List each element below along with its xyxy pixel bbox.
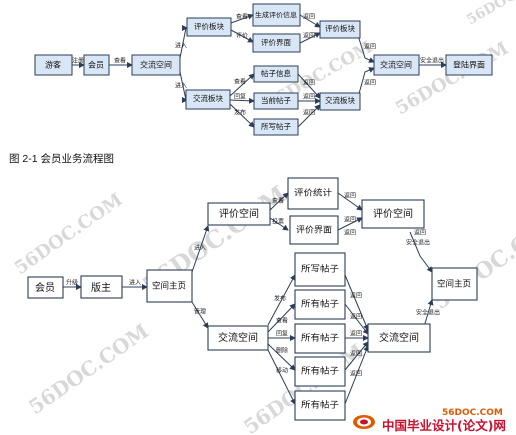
node-jiaoliu-kongjian: 交流空间 bbox=[140, 60, 172, 70]
node-suoyou-tiezi-2: 所有帖子 bbox=[301, 333, 340, 344]
edge-label: 进入 bbox=[129, 279, 141, 287]
edge-label: 返回 bbox=[303, 110, 315, 117]
edge-label: 返回 bbox=[414, 230, 426, 237]
node-banzhu: 版主 bbox=[91, 281, 111, 294]
edge-label: 返回 bbox=[350, 314, 362, 321]
node-tiezi-xinxi: 帖子信息 bbox=[261, 68, 291, 78]
node-kongjian-zhuye: 空间主页 bbox=[152, 281, 186, 292]
figure-caption: 图 2-1 会员业务流程图 bbox=[9, 153, 115, 165]
node-huiyuan: 会员 bbox=[35, 281, 55, 294]
diagram-2: 升级 进入 进入 管理 查看 投票 返回 返回 返回 发布 查看 回复 删除 移… bbox=[27, 177, 478, 421]
edge-label: 返回 bbox=[303, 14, 315, 21]
edge-label: 进入 bbox=[175, 42, 187, 50]
edge-label: 返回 bbox=[350, 351, 362, 358]
edge-label: 注册 bbox=[72, 57, 84, 65]
edge-label: 管理 bbox=[194, 308, 206, 316]
node-huiyuan: 会员 bbox=[88, 60, 104, 70]
node-jiaoliu-kongjian: 交流空间 bbox=[218, 331, 258, 344]
diagram-1: 注册 查看 进入 查看 评价 返回 返回 返回 进入 查看 回复 发布 返回 返… bbox=[34, 3, 493, 136]
edge-label: 查看 bbox=[236, 13, 248, 21]
edge-label: 返回 bbox=[344, 193, 356, 200]
edge-label: 返回 bbox=[344, 217, 356, 224]
node-suoyou-tiezi-4: 所有帖子 bbox=[301, 400, 340, 411]
watermark: 56DOC.COM bbox=[24, 319, 153, 419]
edge-label: 投票 bbox=[272, 218, 284, 226]
node-jiaoliu-bankuai-2: 交流板块 bbox=[325, 95, 355, 105]
brand-logo-icon bbox=[353, 415, 375, 429]
node-suoxie-tiezi: 所写帖子 bbox=[261, 121, 291, 131]
brand-domain: 56DOC.COM bbox=[442, 408, 503, 418]
edge-label: 回复 bbox=[234, 93, 246, 101]
node-pingjia-kongjian: 评价空间 bbox=[219, 207, 259, 220]
edge-label: 返回 bbox=[350, 371, 362, 378]
node-denglu-jiemian: 登陆界面 bbox=[453, 60, 485, 70]
edge-label: 发布 bbox=[274, 295, 286, 303]
edge-label: 返回 bbox=[303, 33, 315, 40]
edge-label: 安全退出 bbox=[406, 239, 430, 247]
edge-label: 安全退出 bbox=[416, 309, 440, 317]
edge-label: 返回 bbox=[303, 80, 315, 87]
edge-label: 查看 bbox=[114, 57, 126, 65]
node-pingjia-kongjian-2: 评价空间 bbox=[373, 207, 413, 220]
node-suoyou-tiezi-1: 所有帖子 bbox=[301, 299, 340, 310]
edge-label: 返回 bbox=[364, 80, 376, 87]
edge-label: 移动 bbox=[276, 367, 288, 375]
node-youke: 游客 bbox=[45, 60, 61, 70]
edge-label: 评价 bbox=[236, 32, 248, 40]
edge-label: 回复 bbox=[276, 330, 288, 338]
watermark: 56DOC.COM bbox=[392, 38, 512, 119]
node-shengcheng-pingjia: 生成评价信息 bbox=[255, 10, 298, 19]
edge-label: 安全退出 bbox=[420, 57, 444, 65]
node-pingjia-jiemian: 评价界面 bbox=[261, 38, 291, 47]
node-pingjia-bankuai: 评价板块 bbox=[194, 21, 224, 31]
edge-label: 查看 bbox=[272, 197, 284, 205]
node-suoxie-tiezi: 所写帖子 bbox=[301, 264, 340, 275]
edge-label: 查看 bbox=[234, 78, 246, 86]
edge-label: 查看 bbox=[276, 317, 288, 325]
edge-label: 发布 bbox=[234, 109, 246, 117]
edge-label: 进入 bbox=[175, 82, 187, 90]
node-kongjian-zhuye-2: 空间主页 bbox=[437, 279, 471, 290]
watermark: 56DOC.COM bbox=[464, 0, 516, 28]
node-jiaoliu-kongjian-2: 交流空间 bbox=[380, 60, 412, 70]
node-jiaoliu-bankuai: 交流板块 bbox=[193, 93, 223, 103]
node-pingjia-bankuai-2: 评价板块 bbox=[325, 23, 355, 33]
edge-label: 返回 bbox=[350, 293, 362, 300]
node-pingjia-jiemian: 评价界面 bbox=[296, 226, 333, 236]
edge-label: 返回 bbox=[350, 331, 362, 338]
edge-label: 删除 bbox=[276, 347, 288, 355]
edge-label: 升级 bbox=[66, 279, 78, 287]
node-jiaoliu-kongjian-2: 交流空间 bbox=[379, 331, 419, 344]
edge-label: 返回 bbox=[364, 44, 376, 51]
edge-label: 返回 bbox=[303, 94, 315, 101]
site-brand: 56DOC.COM 中国毕业设计(论文)网 bbox=[350, 408, 514, 433]
watermark: 56DOC.COM bbox=[11, 189, 127, 279]
node-pingjia-tongji: 评价统计 bbox=[294, 188, 333, 199]
node-suoyou-tiezi-3: 所有帖子 bbox=[301, 366, 340, 377]
node-dangqian-tiezi: 当前帖子 bbox=[261, 95, 291, 105]
edge-label: 返回 bbox=[344, 230, 356, 237]
brand-name: 中国毕业设计(论文)网 bbox=[382, 418, 506, 433]
edge-label: 进入 bbox=[194, 244, 206, 252]
